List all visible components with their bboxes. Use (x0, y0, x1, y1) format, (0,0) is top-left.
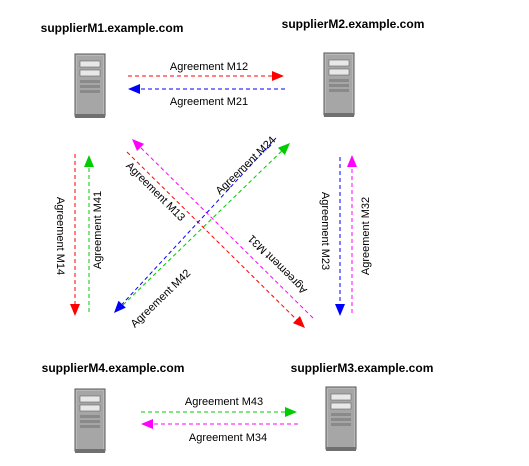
agreement-m13-label: Agreement M13 (123, 160, 187, 224)
server-tower-icon (74, 53, 106, 119)
arrow-shaft (122, 150, 282, 306)
agreement-m32-label: Agreement M32 (360, 197, 372, 275)
host-m1: supplierM1.example.com (41, 21, 184, 119)
arrow-shaft (140, 147, 314, 319)
arrow-head (272, 71, 284, 81)
arrow-shaft (126, 151, 297, 320)
arrow-head (347, 155, 357, 167)
arrow-m31 (132, 139, 314, 319)
host-m3-label: supplierM3.example.com (291, 361, 434, 375)
host-m1-label: supplierM1.example.com (41, 21, 184, 35)
arrow-head (277, 143, 290, 155)
arrow-m23 (335, 157, 345, 316)
arrow-m13 (126, 151, 305, 328)
agreement-m14-label: Agreement M14 (54, 197, 66, 275)
agreement-m23-label: Agreement M23 (319, 192, 331, 270)
arrow-head (128, 84, 140, 94)
arrow-head (292, 316, 305, 328)
host-m4: supplierM4.example.com (42, 361, 185, 454)
agreement-m43-label: Agreement M43 (185, 396, 263, 408)
host-m2: supplierM2.example.com (282, 17, 425, 118)
agreement-m34-label: Agreement M34 (189, 432, 267, 444)
arrow-m32 (347, 155, 357, 313)
arrow-head (114, 300, 126, 313)
arrow-head (70, 304, 80, 316)
server-tower-icon (323, 52, 355, 118)
arrow-m14 (70, 154, 80, 316)
agreement-m41-label: Agreement M41 (92, 191, 104, 269)
arrow-head (132, 139, 145, 151)
arrow-m21 (128, 84, 285, 94)
arrow-head (84, 155, 94, 167)
agreement-arrows (70, 71, 357, 429)
arrow-m24 (122, 143, 290, 306)
agreement-m21-label: Agreement M21 (170, 96, 248, 108)
server-tower-icon (325, 386, 357, 452)
arrow-m34 (141, 419, 298, 429)
arrow-m42 (114, 137, 277, 313)
agreement-m24-label: Agreement M24 (214, 134, 279, 197)
arrow-m12 (128, 71, 284, 81)
agreement-m31-label: Agreement M31 (246, 232, 310, 296)
arrow-head (285, 407, 297, 417)
agreement-m42-label: Agreement M42 (129, 267, 194, 330)
arrow-m41 (84, 155, 94, 312)
host-m2-label: supplierM2.example.com (282, 17, 425, 31)
host-m3: supplierM3.example.com (291, 361, 434, 452)
arrow-head (335, 304, 345, 316)
arrow-m43 (141, 407, 297, 417)
agreement-m12-label: Agreement M12 (170, 61, 248, 73)
arrow-head (141, 419, 153, 429)
arrow-shaft (121, 137, 277, 305)
host-m4-label: supplierM4.example.com (42, 361, 185, 375)
server-tower-icon (74, 388, 106, 454)
